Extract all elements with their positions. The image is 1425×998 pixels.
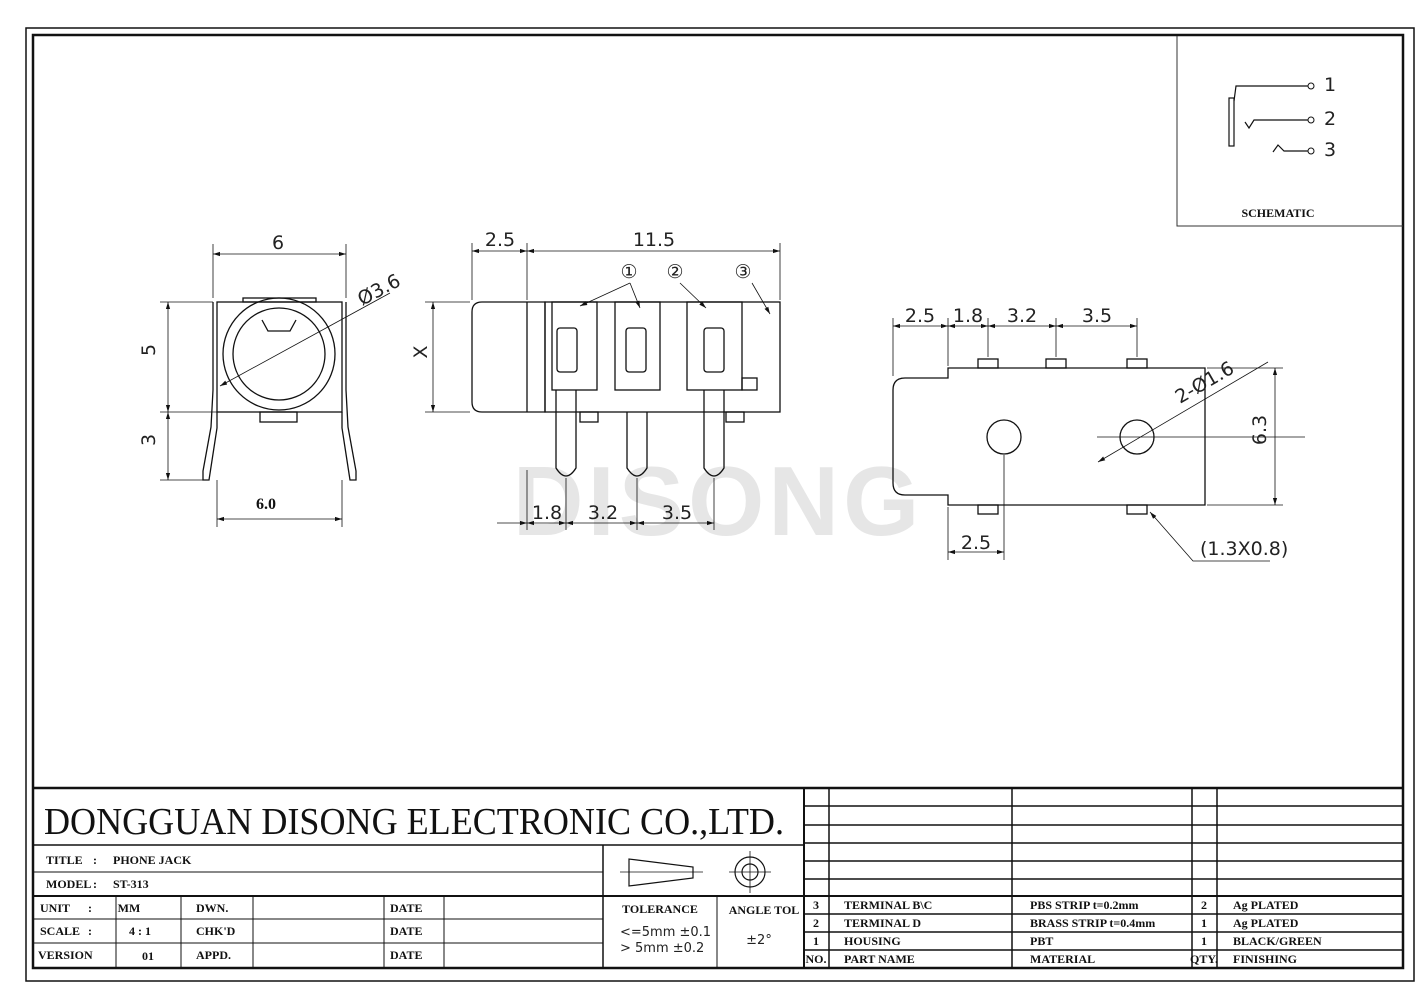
model-colon: : <box>93 877 97 891</box>
top-dim-1: 2.5 <box>905 305 935 327</box>
bom-row: 2 TERMINAL D BRASS STRIP t=0.4mm 1 Ag PL… <box>813 916 1299 930</box>
bom-row: 3 TERMINAL B\C PBS STRIP t=0.2mm 2 Ag PL… <box>813 898 1299 912</box>
unit-label: UNIT <box>40 901 70 915</box>
bom-header: NO. PART NAME MATERIAL QTY. FINISHING <box>806 952 1298 966</box>
appd-label: APPD. <box>196 948 231 962</box>
date-label-3: DATE <box>390 948 422 962</box>
scale-value: 4 : 1 <box>129 924 151 938</box>
side-view <box>425 243 781 530</box>
schematic-pin-3: 3 <box>1324 139 1336 161</box>
top-dim-2: 1.8 <box>953 305 983 327</box>
top-pad: (1.3X0.8) <box>1200 538 1288 560</box>
bom-row-material: BRASS STRIP t=0.4mm <box>1030 916 1155 930</box>
bom-row-finish: Ag PLATED <box>1233 916 1299 930</box>
bom-row: 1 HOUSING PBT 1 BLACK/GREEN <box>813 934 1322 948</box>
schematic-pin-2: 2 <box>1324 108 1336 130</box>
side-length: 11.5 <box>633 229 675 251</box>
model-value: ST-313 <box>113 877 149 891</box>
bom-row-name: TERMINAL D <box>844 916 921 930</box>
bom-header-finish: FINISHING <box>1233 952 1297 966</box>
unit-colon: : <box>88 901 92 915</box>
version-value: 01 <box>142 949 154 963</box>
top-dim-3: 3.2 <box>1007 305 1037 327</box>
bom-header-material: MATERIAL <box>1030 952 1095 966</box>
front-height-leg: 3 <box>138 434 160 446</box>
company-name: DONGGUAN DISONG ELECTRONIC CO.,LTD. <box>44 801 784 843</box>
date-label-2: DATE <box>390 924 422 938</box>
front-height-body: 5 <box>138 344 160 356</box>
bom-row-material: PBT <box>1030 934 1053 948</box>
angle-label: ANGLE TOL <box>729 903 800 917</box>
side-pitch-1: 1.8 <box>532 502 562 524</box>
title-value: PHONE JACK <box>113 853 192 867</box>
title-label: TITLE <box>46 853 83 867</box>
side-marker-2: ② <box>666 261 683 283</box>
model-label: MODEL <box>46 877 91 891</box>
bom-row-finish: BLACK/GREEN <box>1233 934 1322 948</box>
bom-row-qty: 2 <box>1201 898 1207 912</box>
bom-header-no: NO. <box>806 952 827 966</box>
side-marker-1: ① <box>620 261 637 283</box>
top-view <box>892 318 1305 562</box>
chkd-label: CHK'D <box>196 924 236 938</box>
bom-row-no: 1 <box>813 934 819 948</box>
tolerance-label: TOLERANCE <box>622 902 698 916</box>
top-height: 6.3 <box>1249 415 1271 445</box>
side-pitch-3: 3.5 <box>662 502 692 524</box>
schematic-pin-1: 1 <box>1324 74 1336 96</box>
top-bottom-offset: 2.5 <box>961 532 991 554</box>
tolerance-1: <=5mm ±0.1 <box>620 925 711 940</box>
bom-header-qty: QTY. <box>1190 952 1218 966</box>
bom-row-qty: 1 <box>1201 934 1207 948</box>
title-colon: : <box>93 853 97 867</box>
top-dim-4: 3.5 <box>1082 305 1112 327</box>
bom-header-name: PART NAME <box>844 952 915 966</box>
date-label-1: DATE <box>390 901 422 915</box>
bom-row-qty: 1 <box>1201 916 1207 930</box>
front-top-width: 6 <box>272 232 284 254</box>
angle-value: ±2° <box>746 933 772 948</box>
version-label: VERSION <box>38 948 93 962</box>
bom-row-material: PBS STRIP t=0.2mm <box>1030 898 1139 912</box>
front-view <box>160 244 391 527</box>
inner-border <box>31 33 1405 970</box>
unit-value: MM <box>118 901 141 915</box>
side-offset: 2.5 <box>485 229 515 251</box>
side-height: X <box>410 345 432 358</box>
front-diameter: Ø3.6 <box>354 270 404 311</box>
side-pitch-2: 3.2 <box>588 502 618 524</box>
scale-label: SCALE <box>40 924 80 938</box>
bom-row-name: TERMINAL B\C <box>844 898 932 912</box>
schematic-label: SCHEMATIC <box>1241 206 1314 220</box>
scale-colon: : <box>88 924 92 938</box>
front-bottom-width: 6.0 <box>256 496 276 513</box>
title-block-lines <box>33 786 1403 968</box>
outer-border <box>25 27 1415 982</box>
bom-row-finish: Ag PLATED <box>1233 898 1299 912</box>
schematic: 1 2 3 SCHEMATIC <box>1176 36 1403 227</box>
bom-row-name: HOUSING <box>844 934 901 948</box>
bom-row-no: 3 <box>813 898 819 912</box>
dwn-label: DWN. <box>196 901 228 915</box>
bom-row-no: 2 <box>813 916 819 930</box>
side-marker-3: ③ <box>734 261 751 283</box>
tolerance-2: > 5mm ±0.2 <box>620 941 704 956</box>
watermark: DISONG <box>513 446 924 556</box>
